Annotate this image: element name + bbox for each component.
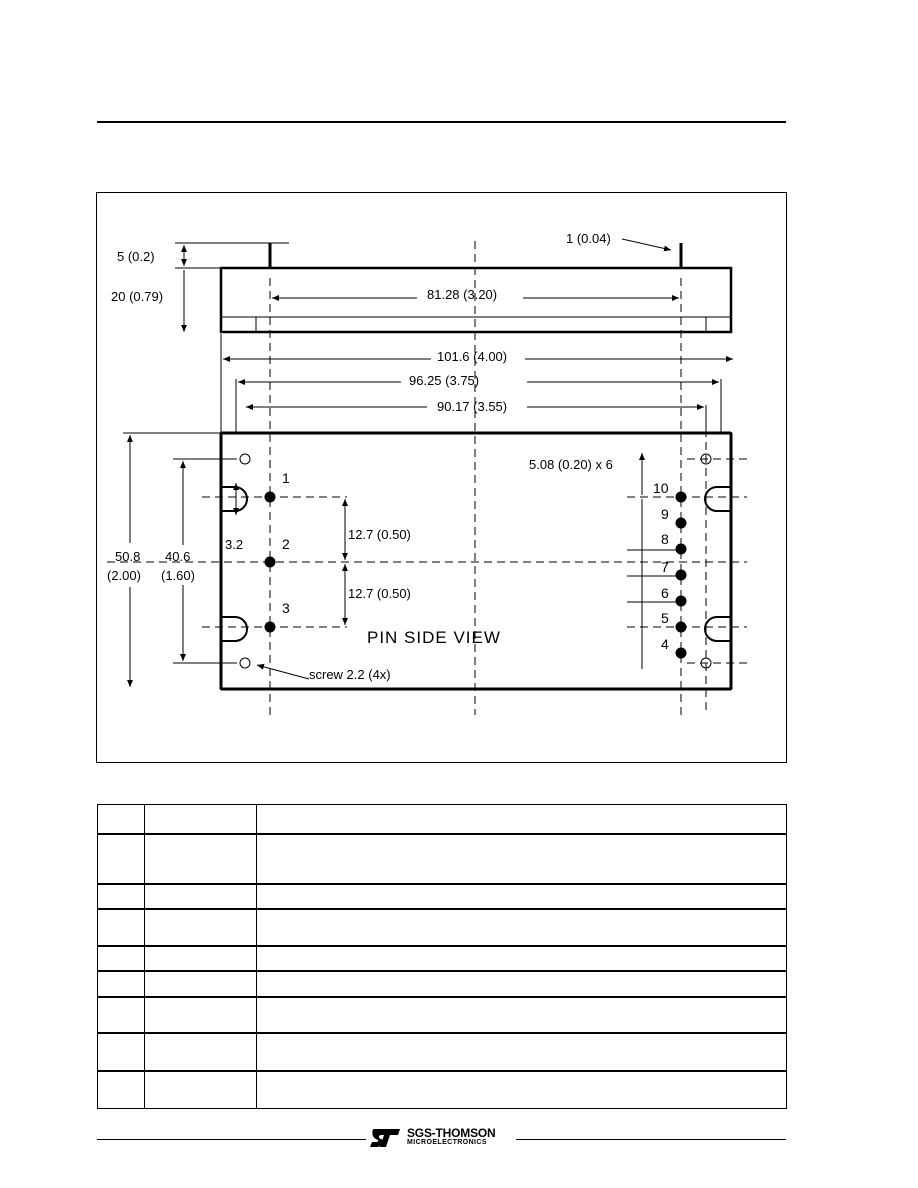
table-row <box>97 1032 787 1071</box>
dim-mount-height-inch: (1.60) <box>161 568 195 583</box>
pins-right: 10 9 8 7 6 5 4 <box>653 480 687 659</box>
pin-label-7: 7 <box>661 559 669 575</box>
pin-label-10: 10 <box>653 480 669 496</box>
table-row <box>97 970 787 997</box>
pin-9 <box>675 517 687 529</box>
table-row <box>97 908 787 946</box>
view-label: PIN SIDE VIEW <box>367 628 501 647</box>
table-cell <box>144 1070 257 1109</box>
pin-side-view: 3.2 screw 2.2 (4x) PIN SIDE VIEW <box>219 431 733 691</box>
table-cell <box>144 996 257 1033</box>
table-row <box>97 945 787 971</box>
table-cell <box>256 833 787 884</box>
table-cell <box>144 908 257 946</box>
table-cell <box>144 804 257 834</box>
pin-description-table <box>97 804 787 1109</box>
dim-inner-width: 90.17 (3.55) <box>437 399 507 414</box>
sgs-thomson-logo: SGS-THOMSON MICROELECTRONICS <box>366 1124 516 1152</box>
pin-label-1: 1 <box>282 470 290 486</box>
table-cell <box>97 945 145 971</box>
table-row <box>97 1070 787 1109</box>
table-cell <box>256 804 787 834</box>
table-cell <box>144 970 257 997</box>
dim-pin-diameter: 1 (0.04) <box>566 231 611 246</box>
dim-pin-height: 5 (0.2) <box>117 249 155 264</box>
table-cell <box>97 1032 145 1071</box>
table-header-row <box>97 804 787 834</box>
pins-left: 1 2 3 <box>264 470 290 633</box>
width-dimensions: 101.6 (4.00) 96.25 (3.75) 90.17 (3.55) <box>220 334 733 433</box>
dim-pin-gap-2: 12.7 (0.50) <box>348 586 411 601</box>
pin-2 <box>264 556 276 568</box>
drawing-svg: 5 (0.2) 20 (0.79) 1 (0.04) 81.28 (3.20) … <box>107 231 747 715</box>
table-cell <box>256 908 787 946</box>
table-cell <box>256 883 787 909</box>
header-rule <box>97 121 786 123</box>
pin-5 <box>675 621 687 633</box>
dim-total-height-inch: (2.00) <box>107 568 141 583</box>
table-cell <box>97 908 145 946</box>
pin-label-8: 8 <box>661 531 669 547</box>
table-cell <box>97 996 145 1033</box>
table-cell <box>144 833 257 884</box>
table-row <box>97 833 787 884</box>
dim-mid-width: 96.25 (3.75) <box>409 373 479 388</box>
table-row <box>97 883 787 909</box>
height-dimensions: 50.8 (2.00) 40.6 (1.60) 12.7 (0.50) 12.7… <box>107 432 677 687</box>
dim-total-width: 101.6 (4.00) <box>437 349 507 364</box>
table-cell <box>144 883 257 909</box>
table-row <box>97 996 787 1033</box>
dim-pin-gap-1: 12.7 (0.50) <box>348 527 411 542</box>
pin-label-6: 6 <box>661 585 669 601</box>
pin-label-4: 4 <box>661 636 669 652</box>
table-cell <box>97 833 145 884</box>
dim-pitch: 5.08 (0.20) x 6 <box>529 457 613 472</box>
table-cell <box>256 1070 787 1109</box>
table-cell <box>97 883 145 909</box>
brand-name: SGS-THOMSON <box>407 1126 496 1140</box>
pin-6 <box>675 595 687 607</box>
side-view: 5 (0.2) 20 (0.79) 1 (0.04) 81.28 (3.20) <box>111 231 733 334</box>
pin-label-3: 3 <box>282 600 290 616</box>
pin-8 <box>675 543 687 555</box>
table-cell <box>97 1070 145 1109</box>
table-cell <box>256 1032 787 1071</box>
dim-body-height: 20 (0.79) <box>111 289 163 304</box>
dim-slot: 3.2 <box>225 537 243 552</box>
dim-pin-span: 81.28 (3.20) <box>427 287 497 302</box>
pin-label-9: 9 <box>661 506 669 522</box>
st-logo-icon <box>370 1129 400 1147</box>
pin-7 <box>675 569 687 581</box>
brand-subtitle: MICROELECTRONICS <box>407 1139 487 1146</box>
table-cell <box>144 945 257 971</box>
dim-total-height: 50.8 <box>115 549 140 564</box>
table-cell <box>144 1032 257 1071</box>
pin-3 <box>264 621 276 633</box>
table-cell <box>256 996 787 1033</box>
mechanical-drawing: 5 (0.2) 20 (0.79) 1 (0.04) 81.28 (3.20) … <box>96 192 787 763</box>
screw-label: screw 2.2 (4x) <box>309 667 391 682</box>
table-cell <box>256 945 787 971</box>
table-cell <box>97 970 145 997</box>
pin-label-2: 2 <box>282 536 290 552</box>
pin-label-5: 5 <box>661 610 669 626</box>
pin-4 <box>675 647 687 659</box>
table-cell <box>256 970 787 997</box>
table-cell <box>97 804 145 834</box>
dim-mount-height: 40.6 <box>165 549 190 564</box>
pin-1 <box>264 491 276 503</box>
pin-10 <box>675 491 687 503</box>
